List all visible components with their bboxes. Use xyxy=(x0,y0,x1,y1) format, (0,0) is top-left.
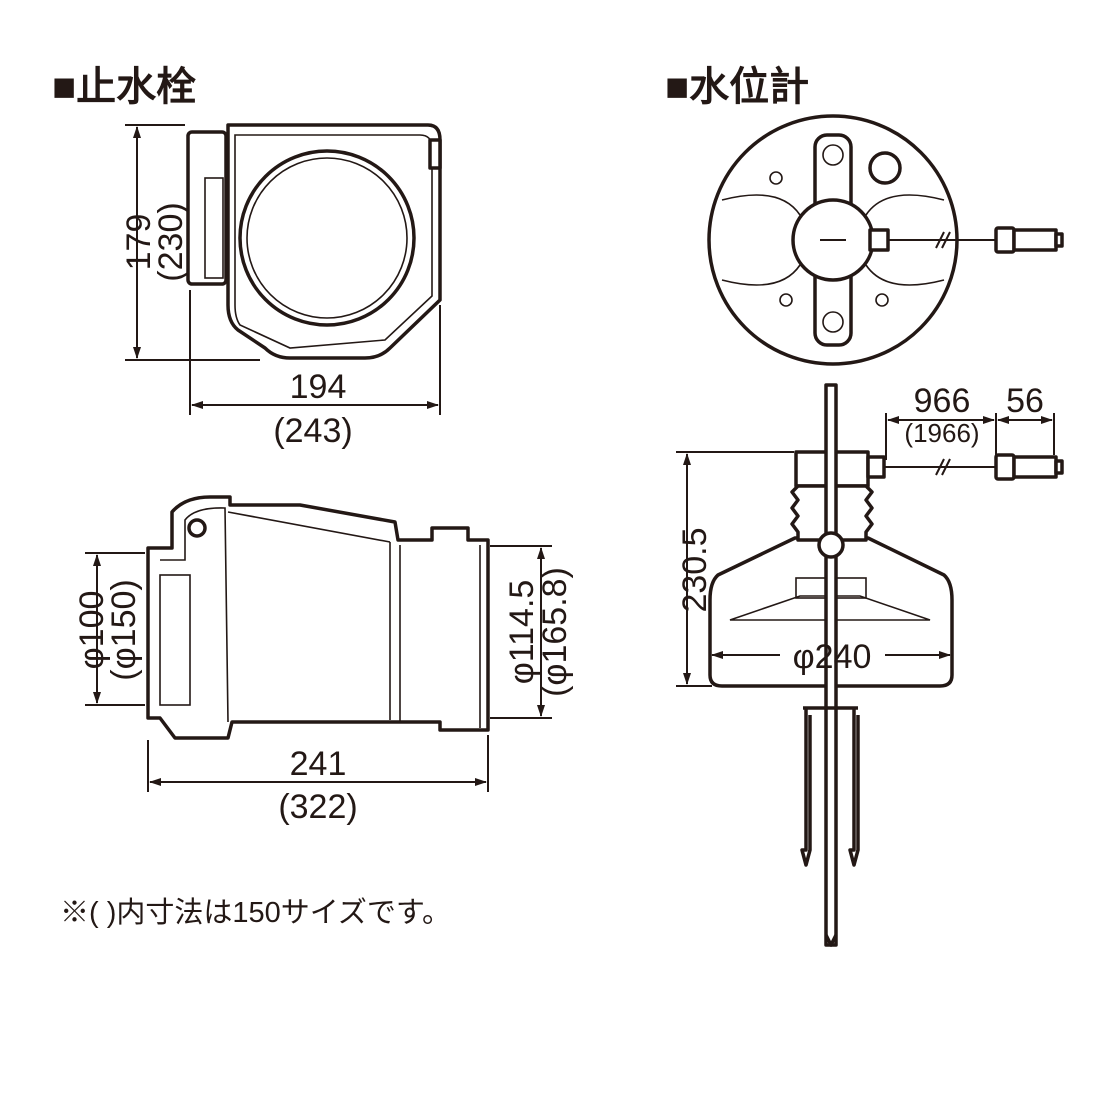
water-gauge-title: ■水位計 xyxy=(665,65,809,109)
top-height-label: 179 xyxy=(120,214,158,271)
water-gauge-side-view xyxy=(676,383,1064,947)
top-width-label: 194 xyxy=(290,368,347,406)
inlet-diameter-label: φ100 xyxy=(73,591,111,670)
outlet-diameter-label: φ114.5 xyxy=(503,580,541,685)
top-height-150-label: (230) xyxy=(152,202,190,281)
gauge-diameter-label: φ240 xyxy=(793,638,872,676)
top-width-150-label: (243) xyxy=(273,412,352,450)
gauge-height-label: 230.5 xyxy=(676,527,714,612)
side-length-150-label: (322) xyxy=(278,788,357,826)
water-gauge-top-view xyxy=(707,114,1064,366)
stop-valve-title: ■止水栓 xyxy=(52,65,196,109)
outlet-diameter-150-label: (φ165.8) xyxy=(536,567,574,697)
stop-valve-side-view xyxy=(85,495,552,792)
inlet-diameter-150-label: (φ150) xyxy=(105,579,143,680)
stop-valve-top-view xyxy=(125,123,442,415)
cable-length-label: 966 xyxy=(914,382,971,420)
size-note: ※( )内寸法は150サイズです。 xyxy=(60,896,451,929)
side-length-label: 241 xyxy=(290,745,347,783)
cable-length-150-label: (1966) xyxy=(904,418,979,448)
connector-length-label: 56 xyxy=(1006,382,1044,420)
